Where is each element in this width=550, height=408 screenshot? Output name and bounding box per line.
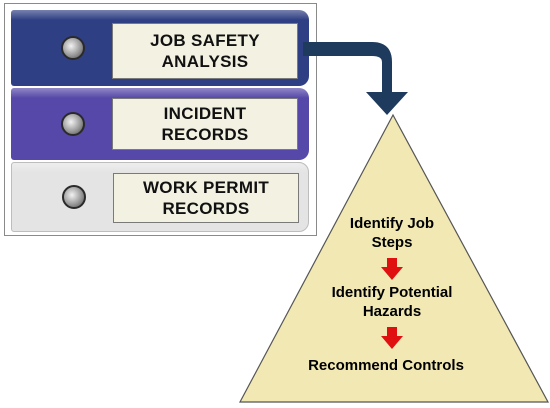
binder-label-text: WORK PERMIT RECORDS: [142, 178, 270, 218]
binder-shine: [12, 163, 308, 173]
step-identify-job-steps: Identify Job Steps: [349, 215, 435, 251]
binder-ring-icon: [62, 185, 86, 209]
step-recommend-controls: Recommend Controls: [308, 357, 464, 374]
binder-label: JOB SAFETY ANALYSIS: [112, 23, 298, 79]
binder-incident-records: INCIDENT RECORDS: [11, 88, 309, 160]
binder-work-permit-records: WORK PERMIT RECORDS: [11, 162, 309, 232]
binder-label-text: INCIDENT RECORDS: [161, 104, 249, 144]
binder-shine: [11, 88, 309, 98]
down-arrow-icon: [381, 258, 403, 280]
binder-label: WORK PERMIT RECORDS: [113, 173, 299, 223]
binder-shine: [11, 10, 309, 20]
step-identify-potential-hazards: Identify Potential Hazards: [331, 284, 453, 320]
down-arrow-icon: [381, 327, 403, 349]
binder-stack: JOB SAFETY ANALYSIS INCIDENT RECORDS WOR…: [4, 3, 317, 236]
binder-ring-icon: [61, 112, 85, 136]
binder-label: INCIDENT RECORDS: [112, 98, 298, 150]
binder-job-safety-analysis: JOB SAFETY ANALYSIS: [11, 10, 309, 86]
binder-label-text: JOB SAFETY ANALYSIS: [150, 31, 260, 71]
flow-arrow: [303, 42, 408, 115]
binder-ring-icon: [61, 36, 85, 60]
